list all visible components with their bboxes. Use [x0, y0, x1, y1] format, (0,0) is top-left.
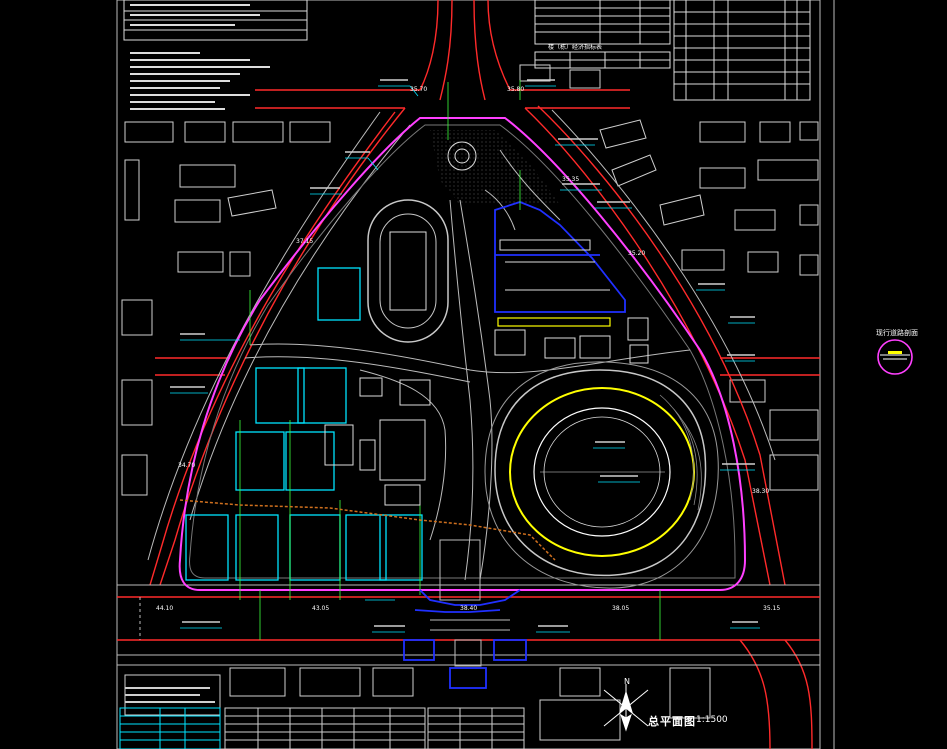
green-markers [249, 80, 661, 640]
entrance-plaza [447, 141, 477, 171]
running-track-inner [379, 213, 437, 329]
dormitory-blocks [185, 267, 423, 581]
stadium-inner-ring [533, 407, 671, 537]
indicator-table-title: 楼（栋）经济指标表 [548, 43, 602, 51]
surrounding-buildings [121, 64, 819, 741]
elevation-label: 35.70 [410, 86, 428, 93]
landscape-hatch [430, 130, 560, 205]
gate-plaza [430, 539, 510, 667]
elevation-label: 35.15 [763, 605, 781, 612]
material-table [673, 0, 811, 101]
elevation-label: 38.05 [612, 605, 630, 612]
elevation-label: 35.35 [562, 176, 580, 183]
underground-boundary [179, 499, 556, 561]
elevation-label: 34.70 [178, 462, 196, 469]
running-track-outer [367, 199, 449, 343]
coordinate-callouts [170, 85, 760, 633]
drawing-scale: 1:1500 [696, 715, 728, 725]
main-gate [403, 589, 527, 689]
coordinate-text-blocks [170, 79, 758, 627]
running-track-field [389, 231, 427, 311]
legend-label: 现行道路剖面 [876, 329, 918, 337]
site-boundary-inner [189, 124, 736, 579]
legend-circle-icon [877, 339, 913, 375]
entrance-plaza-inner [454, 148, 470, 164]
stadium-roof-ribs [659, 394, 702, 511]
elevation-label: 35.20 [628, 250, 646, 257]
header-notes [123, 0, 308, 110]
elevation-label: 38.30 [752, 488, 770, 495]
teaching-blocks [324, 377, 431, 506]
indicator-table [534, 0, 671, 69]
sports-hall-yellow [497, 317, 611, 327]
elevation-label: 38.40 [460, 605, 478, 612]
elevation-label: 44.10 [156, 605, 174, 612]
drawing-title: 总平面图 [648, 715, 696, 728]
stadium-roof [494, 369, 707, 577]
north-label: N [624, 677, 630, 686]
elevation-label: 37.15 [296, 238, 314, 245]
site-boundary [178, 117, 747, 591]
north-arrow-icon [603, 684, 649, 732]
dormitory-green-lines [239, 420, 421, 640]
sports-hall-detail [499, 239, 610, 291]
sports-hall [494, 201, 626, 313]
stadium-roof-outer [484, 361, 719, 589]
sports-hall-annex [494, 317, 649, 364]
road-edges [117, 109, 820, 666]
elevation-label: 43.05 [312, 605, 330, 612]
elevation-label: 35.80 [507, 86, 525, 93]
bottom-tables [119, 687, 525, 749]
